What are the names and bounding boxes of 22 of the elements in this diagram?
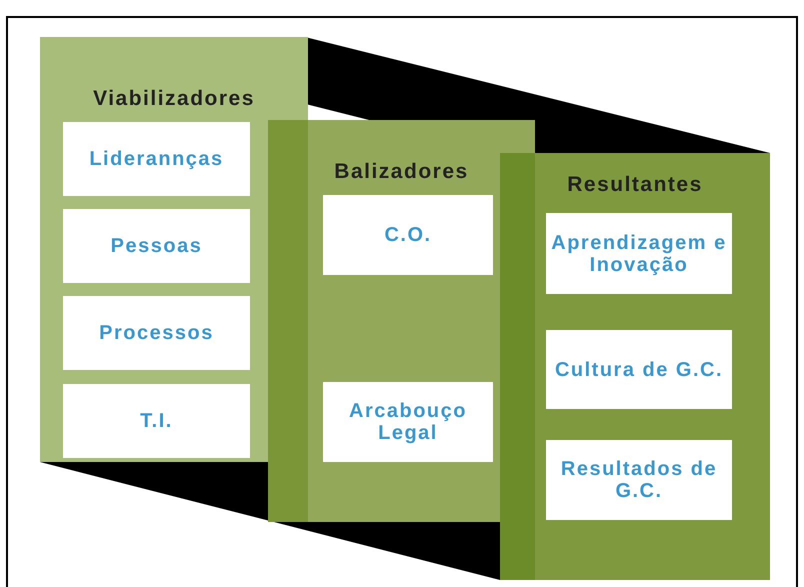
column-panel bbox=[500, 153, 770, 580]
column-heading: Balizadores bbox=[333, 160, 470, 184]
element-label: Processos bbox=[99, 322, 214, 344]
element-card bbox=[63, 209, 250, 283]
element-card bbox=[63, 384, 250, 458]
element-card bbox=[546, 330, 732, 409]
column-heading: Viabilizadores bbox=[92, 87, 256, 111]
element-card bbox=[546, 213, 732, 294]
element-card bbox=[63, 122, 250, 196]
element-card bbox=[323, 382, 493, 462]
element-card bbox=[546, 440, 732, 520]
column-heading: Resultantes bbox=[566, 173, 704, 197]
element-label: Liderannças bbox=[89, 148, 224, 170]
element-label: T.I. bbox=[140, 410, 173, 432]
element-card bbox=[63, 296, 250, 370]
element-label: Aprendizagem e Inovação bbox=[550, 232, 728, 276]
element-label: Resultados de G.C. bbox=[560, 458, 718, 502]
element-label: Cultura de G.C. bbox=[554, 358, 724, 380]
element-label: C.O. bbox=[384, 224, 432, 246]
element-label: Pessoas bbox=[110, 235, 202, 257]
element-card bbox=[323, 195, 493, 275]
element-label: Arcabouço Legal bbox=[348, 400, 468, 444]
